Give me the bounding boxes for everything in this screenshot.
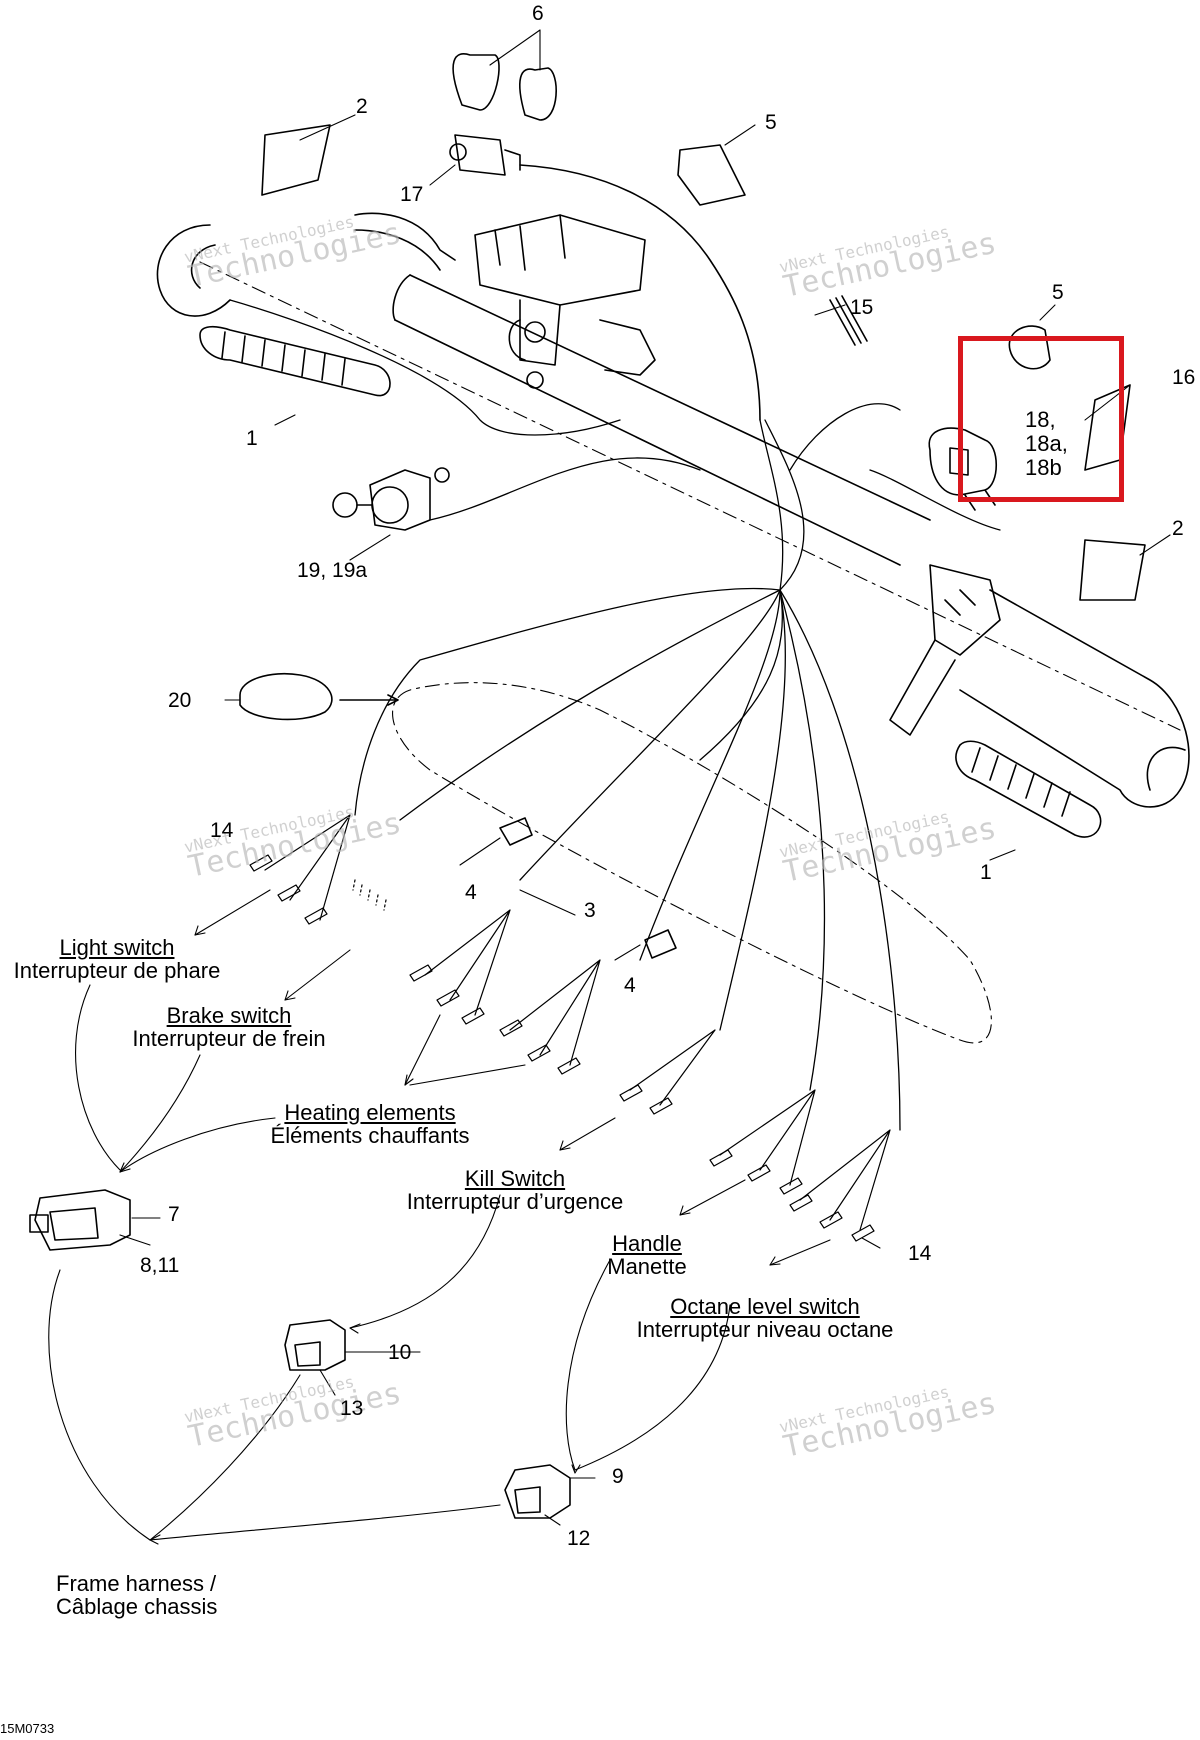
callout-1: 1 (246, 427, 258, 450)
throttle-housing (889, 564, 1001, 736)
frame-harness-line-2: Câblage chassis (56, 1594, 218, 1619)
label-frame-harness: Frame harness / Câblage chassis (56, 1572, 217, 1618)
connector-7 (29, 1189, 131, 1251)
callout-2: 2 (356, 95, 368, 118)
label-octane-switch: Octane level switch Interrupteur niveau … (636, 1294, 894, 1342)
band-20 (239, 672, 333, 721)
callout-5: 5 (765, 111, 777, 134)
callout-7: 7 (168, 1203, 180, 1226)
callout-20: 20 (168, 689, 192, 712)
callout-4: 4 (624, 974, 636, 997)
label-handle: Handle Manette (607, 1231, 687, 1279)
callout-12: 12 (567, 1527, 591, 1550)
routing-arrows (48, 889, 831, 1545)
connector-10 (284, 1319, 346, 1371)
callout-5: 5 (1052, 281, 1064, 304)
label-kill-switch: Kill Switch Interrupteur d’urgence (406, 1166, 624, 1214)
part-17-connector (449, 134, 761, 421)
callout-16: 16 (1172, 366, 1196, 389)
clips (677, 144, 1051, 370)
highlight-line-3: 18b (1025, 455, 1062, 480)
callout-6: 6 (532, 2, 544, 25)
callout-13: 13 (340, 1397, 364, 1420)
callout-19: 19, 19a (297, 559, 368, 582)
callout-8-11: 8,11 (140, 1254, 180, 1277)
label-heating-elements: Heating elements Éléments chauffants (270, 1100, 470, 1148)
band-20-arrow (339, 694, 399, 706)
master-cylinder (354, 212, 656, 389)
left-grip (199, 325, 391, 397)
callout-1: 1 (980, 861, 992, 884)
callout-14: 14 (210, 819, 234, 842)
label-brake-switch: Brake switch Interrupteur de frein (132, 1003, 326, 1051)
wiring-harness (229, 299, 1001, 1131)
frame-harness-line-1: Frame harness / (56, 1571, 217, 1596)
loom-outline (392, 682, 992, 1044)
callout-2: 2 (1172, 517, 1184, 540)
callout-10: 10 (388, 1341, 412, 1364)
terminal-clips (499, 817, 677, 959)
callout-9: 9 (612, 1465, 624, 1488)
highlight-line-1: 18, (1025, 407, 1056, 432)
light-switch-housing (332, 467, 450, 531)
connector-9 (504, 1464, 571, 1519)
callout-15: 15 (850, 296, 874, 319)
callout-4: 4 (465, 881, 477, 904)
terminal-pins (249, 814, 891, 1242)
callout-3: 3 (584, 899, 596, 922)
cable-ties (452, 53, 557, 121)
drawing-code: 15M0733 (0, 1721, 55, 1736)
handlebar (156, 224, 1190, 808)
label-light-switch: Light switch Interrupteur de phare (13, 935, 221, 983)
callout-14: 14 (908, 1242, 932, 1265)
right-grip (955, 740, 1102, 838)
highlight-label: 18, 18a, 18b (1025, 408, 1068, 480)
highlight-box (958, 336, 1124, 502)
highlight-line-2: 18a, (1025, 431, 1068, 456)
callout-17: 17 (400, 183, 424, 206)
part-15 (829, 295, 868, 346)
